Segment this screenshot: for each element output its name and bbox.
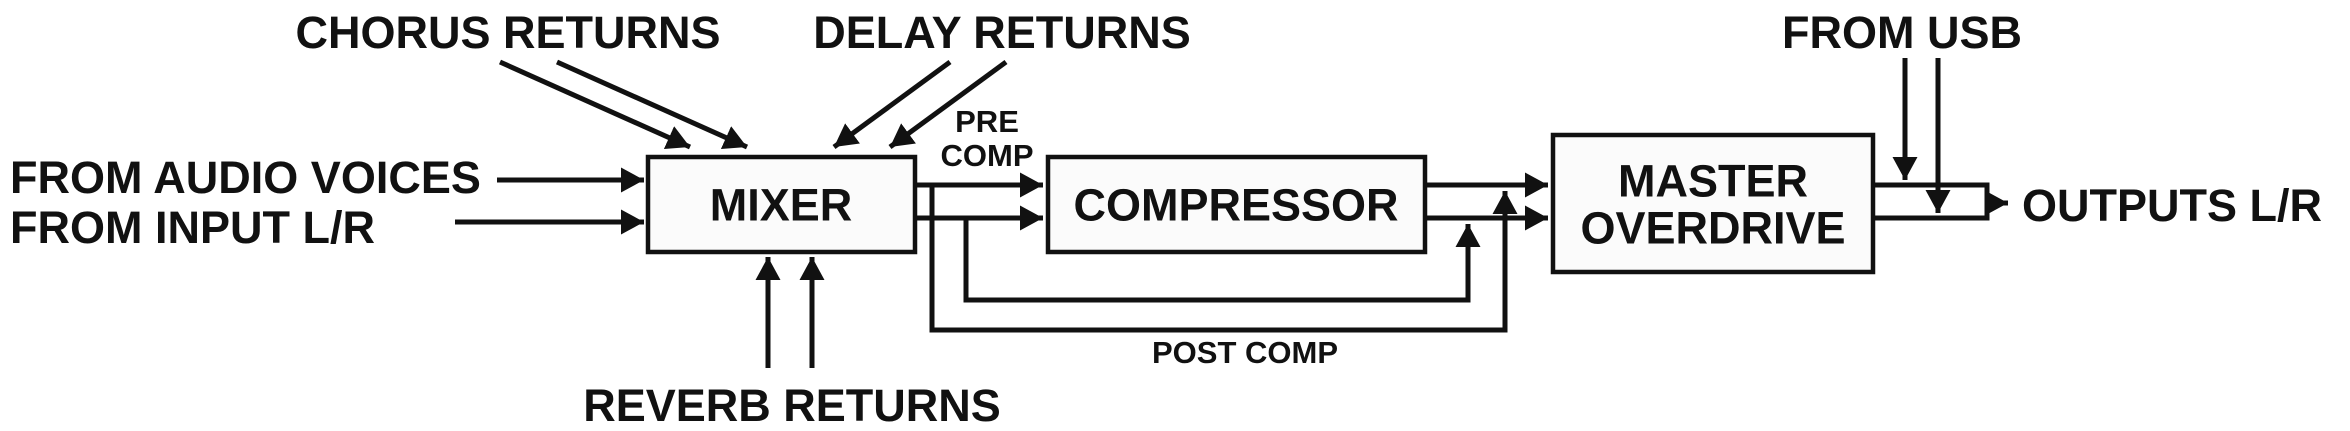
from-audio-voices-label: FROM AUDIO VOICES xyxy=(10,152,481,203)
chorus-returns-label: CHORUS RETURNS xyxy=(295,7,720,58)
from-input-lr-label: FROM INPUT L/R xyxy=(10,202,375,253)
reverb-returns-label: REVERB RETURNS xyxy=(583,380,1001,431)
arrow-delay-return-2 xyxy=(888,59,1008,150)
flow-arrows xyxy=(455,58,2009,368)
compressor-box xyxy=(1045,154,1428,255)
master-overdrive-box xyxy=(1550,132,1876,275)
mixer-box xyxy=(645,154,918,255)
compressor-label: COMPRESSOR xyxy=(1073,180,1398,231)
delay-returns-label: DELAY RETURNS xyxy=(813,7,1191,58)
master-overdrive-label-line2: OVERDRIVE xyxy=(1580,203,1845,254)
master-overdrive-label-line1: MASTER xyxy=(1618,156,1808,207)
mixer-label: MIXER xyxy=(710,180,853,231)
arrow-chorus-return-2 xyxy=(555,59,749,150)
post-comp-label: POST COMP xyxy=(1152,335,1338,370)
arrow-postcomp-outer xyxy=(929,187,1518,333)
arrow-delay-return-1 xyxy=(832,59,952,150)
outputs-lr-label: OUTPUTS L/R xyxy=(2022,180,2322,231)
line-output-left xyxy=(1873,182,1990,203)
pre-comp-label-line2: COMP xyxy=(941,138,1034,173)
line-output-right xyxy=(1873,203,1990,221)
arrow-postcomp-inner xyxy=(963,220,1481,303)
blocks: MIXER COMPRESSOR MASTER OVERDRIVE xyxy=(645,132,1876,275)
pre-comp-label-line1: PRE xyxy=(955,104,1019,139)
labels: CHORUS RETURNS DELAY RETURNS FROM USB FR… xyxy=(10,7,2322,431)
arrow-chorus-return-1 xyxy=(498,59,692,150)
from-usb-label: FROM USB xyxy=(1782,7,2022,58)
